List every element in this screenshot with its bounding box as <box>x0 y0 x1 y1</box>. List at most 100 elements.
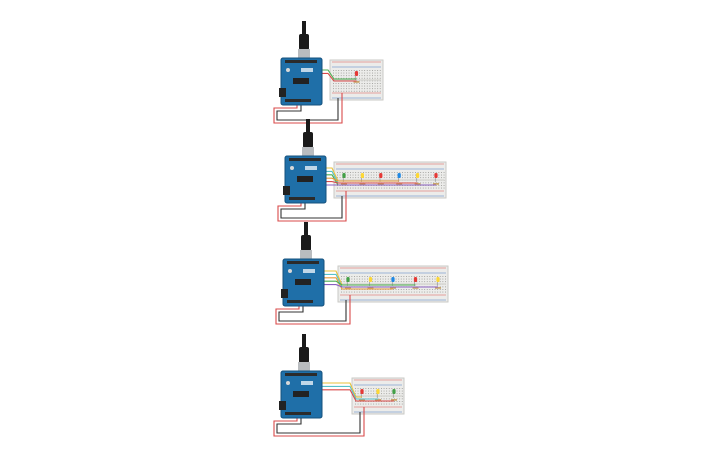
resistor <box>412 287 419 289</box>
breadboard-hole <box>406 289 407 290</box>
breadboard-hole <box>377 276 379 277</box>
breadboard-hole <box>348 77 350 79</box>
breadboard-hole <box>421 281 423 283</box>
breadboard-hole <box>340 72 342 74</box>
breadboard-hole <box>390 281 392 283</box>
breadboard-hole <box>340 77 342 79</box>
breadboard-hole <box>374 281 376 283</box>
breadboard-hole <box>385 278 387 280</box>
breadboard-hole <box>412 174 414 176</box>
breadboard-hole <box>394 177 396 179</box>
breadboard-hole <box>401 401 403 402</box>
breadboard-hole <box>375 388 377 389</box>
data-wire <box>322 389 394 402</box>
breadboard-hole <box>383 172 385 173</box>
breadboard-hole <box>382 281 384 283</box>
led <box>434 173 438 178</box>
breadboard-hole <box>426 278 428 280</box>
arduino-bottom-header <box>285 412 311 415</box>
breadboard-hole <box>339 187 341 189</box>
breadboard-hole <box>400 281 402 283</box>
breadboard-hole <box>421 289 423 290</box>
breadboard-hole <box>420 172 422 173</box>
breadboard-hole <box>361 75 363 77</box>
breadboard-hole <box>381 403 382 405</box>
breadboard-hole <box>350 187 351 189</box>
breadboard-hole <box>441 177 442 179</box>
breadboard-hole <box>356 70 358 71</box>
breadboard-hole <box>372 281 374 283</box>
breadboard-hole <box>370 388 372 389</box>
breadboard-hole <box>383 177 385 179</box>
breadboard-hole <box>425 172 427 173</box>
breadboard-hole <box>365 172 367 173</box>
breadboard-hole <box>364 88 366 90</box>
breadboard-hole <box>366 80 368 82</box>
breadboard-hole <box>362 388 364 389</box>
breadboard-hole <box>346 281 348 283</box>
breadboard-hole <box>335 75 337 77</box>
reset-button <box>286 68 290 72</box>
breadboard-hole <box>394 403 395 405</box>
resistor <box>390 287 396 289</box>
breadboard-hole <box>445 281 446 283</box>
breadboard-hole <box>346 88 347 90</box>
breadboard-hole <box>341 278 342 280</box>
breadboard-hole <box>425 182 427 184</box>
breadboard-hole <box>383 390 385 392</box>
breadboard-hole <box>351 70 353 71</box>
breadboard-hole <box>369 75 371 77</box>
breadboard-hole <box>406 281 407 283</box>
breadboard-hole <box>344 187 346 189</box>
breadboard-hole <box>379 75 381 77</box>
breadboard-hole <box>378 177 380 179</box>
breadboard-hole <box>390 276 392 277</box>
breadboard-hole <box>411 289 413 290</box>
breadboard-hole <box>346 75 347 77</box>
arduino-top-header <box>289 158 321 161</box>
breadboard-hole <box>379 90 381 92</box>
power-jack <box>281 289 288 298</box>
power-wire <box>277 191 347 222</box>
breadboard-hole <box>359 83 360 84</box>
breadboard-hole <box>364 77 366 79</box>
breadboard-hole <box>403 281 405 283</box>
breadboard-hole <box>445 278 446 280</box>
breadboard-hole <box>364 278 366 280</box>
breadboard-hole <box>353 90 355 92</box>
breadboard-hole <box>387 281 389 283</box>
breadboard-hole <box>356 77 358 79</box>
breadboard-hole <box>369 72 371 74</box>
breadboard-hole <box>411 281 413 283</box>
breadboard-hole <box>443 179 445 181</box>
breadboard-hole <box>420 177 422 179</box>
breadboard-hole <box>394 401 395 402</box>
breadboard-hole <box>359 72 360 74</box>
breadboard-hole <box>373 393 375 395</box>
breadboard-hole <box>364 291 366 293</box>
breadboard-hole <box>343 75 345 77</box>
breadboard-hole <box>391 393 393 395</box>
breadboard-hole <box>340 83 342 84</box>
breadboard-hole <box>442 289 444 290</box>
breadboard-hole <box>366 72 368 74</box>
led <box>391 277 395 282</box>
breadboard-hole <box>374 70 376 71</box>
reset-button <box>286 381 290 385</box>
breadboard-hole <box>426 276 428 277</box>
breadboard-hole <box>415 187 416 189</box>
breadboard-hole <box>377 85 379 87</box>
breadboard-hole <box>378 187 380 189</box>
breadboard-hole <box>429 281 431 283</box>
breadboard-hole <box>343 85 345 87</box>
breadboard-hole <box>391 172 393 173</box>
breadboard-hole <box>421 278 423 280</box>
breadboard-hole <box>355 403 356 405</box>
breadboard-hole <box>364 80 366 82</box>
breadboard-hole <box>445 291 446 293</box>
breadboard-hole <box>361 80 363 82</box>
breadboard-hole <box>353 77 355 79</box>
breadboard-hole <box>346 276 348 277</box>
breadboard-hole <box>369 83 371 84</box>
breadboard-hole <box>402 187 403 189</box>
